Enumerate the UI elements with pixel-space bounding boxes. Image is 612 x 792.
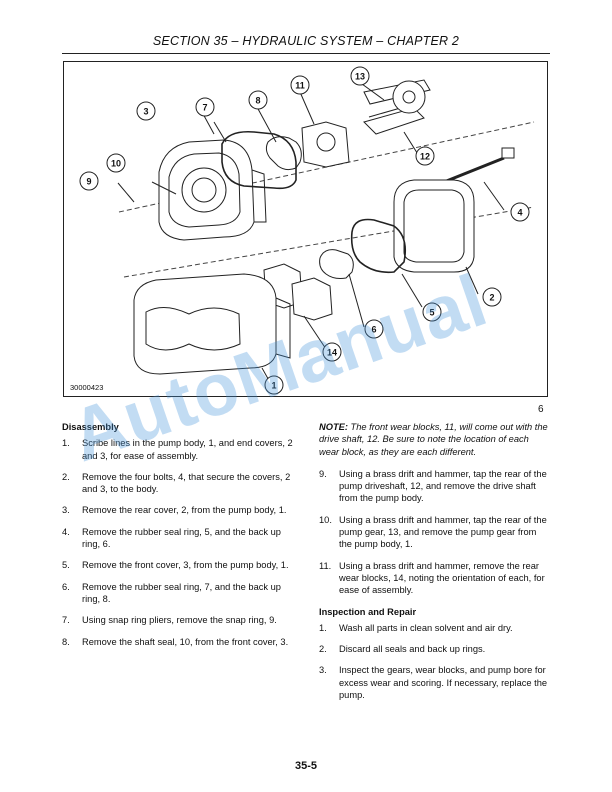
svg-text:2: 2 <box>489 293 494 303</box>
step-item: 3. Remove the rear cover, 2, from the pum… <box>62 504 294 516</box>
inspection-heading: Inspection and Repair <box>319 606 417 617</box>
note: NOTE: The front wear blocks, 11, will co… <box>319 421 551 458</box>
step-item: 7. Using snap ring pliers, remove the sna… <box>62 614 294 626</box>
page-header: SECTION 35 – HYDRAULIC SYSTEM – CHAPTER … <box>152 34 460 48</box>
callout-3: 3 <box>136 101 156 121</box>
step-text: Using a brass drift and hammer, remove t… <box>339 560 545 596</box>
figure-id: 30000423 <box>70 383 104 392</box>
step-number: 5. <box>62 560 70 571</box>
exploded-view-figure: 3 7 8 11 13 10 9 12 4 2 5 6 14 1 3000042… <box>63 61 548 397</box>
svg-text:14: 14 <box>327 348 337 358</box>
svg-text:4: 4 <box>517 208 522 218</box>
svg-text:11: 11 <box>295 81 305 91</box>
svg-text:8: 8 <box>255 96 260 106</box>
step-number: 3. <box>62 505 70 516</box>
step-item: 1. Wash all parts in clean solvent and ai… <box>319 622 551 634</box>
step-text: Discard all seals and back up rings. <box>339 644 486 655</box>
step-item: 5. Remove the front cover, 3, from the pu… <box>62 559 294 571</box>
step-number: 7. <box>62 615 70 626</box>
step-number: 1. <box>319 622 327 633</box>
callout-1: 1 <box>264 375 284 395</box>
callout-2: 2 <box>482 287 502 307</box>
step-number: 10. <box>319 514 332 525</box>
step-number: 11. <box>319 560 332 571</box>
callout-9: 9 <box>79 171 99 191</box>
svg-text:10: 10 <box>111 159 121 169</box>
svg-text:6: 6 <box>371 325 376 335</box>
step-item: 2. Remove the four bolts, 4, that secure … <box>62 471 294 496</box>
step-number: 2. <box>62 471 70 482</box>
step-item: 10. Using a brass drift and hammer, tap t… <box>319 514 551 551</box>
callout-8: 8 <box>248 90 268 110</box>
left-column: Disassembly 1. Scribe lines in the pump b… <box>62 421 294 657</box>
step-text: Using a brass drift and hammer, tap the … <box>339 468 547 504</box>
step-item: 4. Remove the rubber seal ring, 5, and th… <box>62 526 294 551</box>
step-item: 8. Remove the shaft seal, 10, from the fr… <box>62 636 294 648</box>
step-number: 1. <box>62 438 70 449</box>
svg-text:7: 7 <box>202 103 207 113</box>
callout-10: 10 <box>106 153 126 173</box>
inspection-steps: 1. Wash all parts in clean solvent and ai… <box>319 622 551 701</box>
step-item: 1. Scribe lines in the pump body, 1, and … <box>62 437 294 462</box>
callout-6: 6 <box>364 319 384 339</box>
step-number: 2. <box>319 644 327 655</box>
step-item: 6. Remove the rubber seal ring, 7, and th… <box>62 581 294 606</box>
step-item: 2. Discard all seals and back up rings. <box>319 643 551 655</box>
step-number: 9. <box>319 468 327 479</box>
callout-11: 11 <box>290 75 310 95</box>
note-text: The front wear blocks, 11, will come out… <box>319 422 548 457</box>
step-number: 6. <box>62 581 70 592</box>
step-item: 3. Inspect the gears, wear blocks, and pu… <box>319 664 551 701</box>
svg-text:3: 3 <box>143 107 148 117</box>
header-rule <box>62 53 550 54</box>
svg-text:9: 9 <box>86 177 91 187</box>
pump-illustration: 3 7 8 11 13 10 9 12 4 2 5 6 14 1 <box>79 66 535 395</box>
svg-text:5: 5 <box>429 308 434 318</box>
callout-4: 4 <box>510 202 530 222</box>
callout-13: 13 <box>350 66 370 86</box>
step-number: 8. <box>62 636 70 647</box>
disassembly-steps: 1. Scribe lines in the pump body, 1, and … <box>62 437 294 648</box>
svg-text:1: 1 <box>271 381 276 391</box>
callout-5: 5 <box>422 302 442 322</box>
figure-number: 6 <box>538 404 544 415</box>
svg-text:12: 12 <box>420 152 430 162</box>
page-number: 35-5 <box>294 760 318 772</box>
disassembly-heading: Disassembly <box>62 422 119 432</box>
step-text: Remove the front cover, 3, from the pump… <box>82 560 289 571</box>
step-text: Remove the rubber seal ring, 7, and the … <box>82 581 281 604</box>
step-item: 11. Using a brass drift and hammer, remov… <box>319 560 551 597</box>
step-item: 9. Using a brass drift and hammer, tap th… <box>319 468 551 505</box>
callout-7: 7 <box>195 97 215 117</box>
step-text: Scribe lines in the pump body, 1, and en… <box>82 438 293 461</box>
note-label: NOTE: <box>319 422 348 432</box>
step-text: Remove the rubber seal ring, 5, and the … <box>82 526 281 550</box>
right-column: NOTE: The front wear blocks, 11, will co… <box>319 421 551 710</box>
step-text: Using a brass drift and hammer, tap the … <box>339 514 547 550</box>
step-text: Remove the rear cover, 2, from the pump … <box>82 505 287 516</box>
step-text: Remove the four bolts, 4, that secure th… <box>82 471 291 495</box>
step-text: Inspect the gears, wear blocks, and pump… <box>339 665 548 701</box>
step-text: Using snap ring pliers, remove the snap … <box>82 615 277 626</box>
callout-14: 14 <box>322 342 342 362</box>
disassembly-steps-continued: 9. Using a brass drift and hammer, tap th… <box>319 468 551 597</box>
svg-text:13: 13 <box>355 72 365 82</box>
step-number: 3. <box>319 665 327 676</box>
step-number: 4. <box>62 526 70 537</box>
step-text: Remove the shaft seal, 10, from the fron… <box>82 636 289 647</box>
step-text: Wash all parts in clean solvent and air … <box>339 622 513 633</box>
callout-12: 12 <box>415 146 435 166</box>
